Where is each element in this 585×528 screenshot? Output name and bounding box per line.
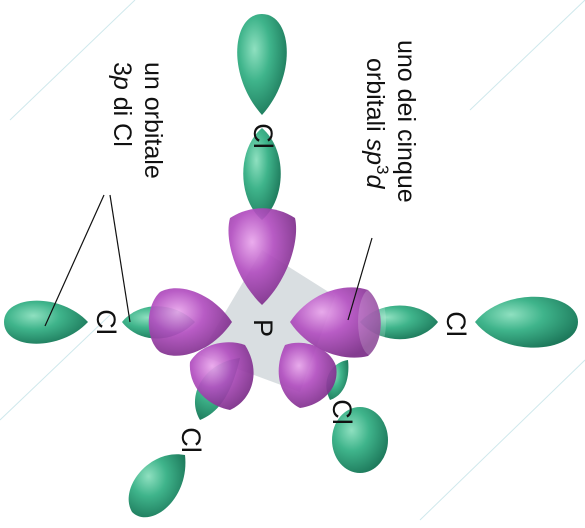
caption-cl-orbital: un orbitale 3p di Cl [108,62,167,179]
caption-p-orbital: uno dei cinque orbitali sp3d [361,40,420,203]
caption-p-line1: uno dei cinque [392,40,420,203]
cl-orbital-top [237,14,287,220]
pointer-lines [44,194,373,327]
p-orbital-right [290,287,381,358]
cl-label-lower-right: Cl [327,399,357,425]
cl-label-top: Cl [248,123,278,149]
p-orbital-axial [228,208,297,305]
p-label-center: P [248,319,278,337]
cl-label-right: Cl [441,311,471,337]
caption-cl-line2: 3p di Cl [108,62,136,147]
p-orbital-left [148,288,232,356]
caption-p-line2: orbitali sp3d [361,58,392,189]
p-hybrid-orbitals [148,208,386,410]
caption-cl-line1: un orbitale [139,62,167,179]
cl-label-left: Cl [91,309,121,335]
cl-label-lower-left: Cl [176,427,206,453]
p-orbital-lower-right [278,342,337,408]
p-orbital-lower-left [189,342,254,410]
